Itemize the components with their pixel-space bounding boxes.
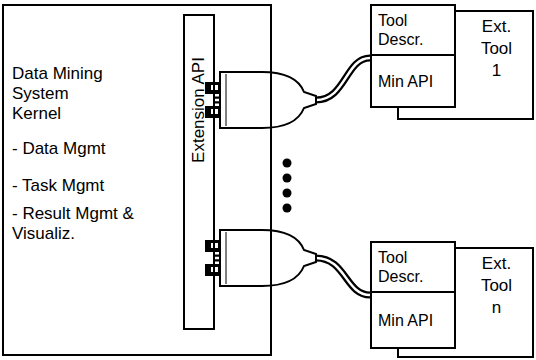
kernel-title: Data Mining System Kernel <box>12 64 118 124</box>
ellipsis-dot <box>283 159 292 168</box>
function-item: - Task Mgmt <box>12 176 134 196</box>
plug-symbol <box>205 230 316 286</box>
tool-description-box: Tool Descr. <box>370 241 456 293</box>
box-label: Min API <box>378 311 433 330</box>
plug-body <box>220 230 316 286</box>
ellipsis-dot <box>283 204 292 213</box>
external-tool-box: Ext. Tool 1Tool Descr.Min API <box>397 10 534 120</box>
plug-face <box>226 74 227 126</box>
box-label: Min API <box>378 72 433 91</box>
band-label: Extension API <box>189 57 209 163</box>
plug-body <box>220 72 316 128</box>
kernel-box: Data Mining System Kernel - Data Mgmt - Ta… <box>2 4 272 356</box>
plug-pin <box>205 240 220 252</box>
external-tool-box: Ext. Tool nTool Descr.Min API <box>397 247 534 358</box>
tool-label: Ext. Tool 1 <box>477 16 517 82</box>
ellipsis-dot <box>283 189 292 198</box>
ellipsis-dot <box>283 174 292 183</box>
plug-symbol <box>205 72 316 128</box>
min-api-box: Min API <box>370 291 456 349</box>
tool-description-box: Tool Descr. <box>370 4 456 56</box>
min-api-box: Min API <box>370 54 456 108</box>
plug-face <box>226 232 227 284</box>
tool-label: Ext. Tool n <box>477 253 517 319</box>
extension-api-band: Extension API <box>183 14 215 330</box>
box-label: Tool Descr. <box>378 11 444 49</box>
function-item: - Result Mgmt & Visualiz. <box>12 204 134 244</box>
box-label: Tool Descr. <box>378 248 444 286</box>
plug-pin <box>205 264 220 276</box>
function-item: - Data Mgmt <box>12 139 134 159</box>
